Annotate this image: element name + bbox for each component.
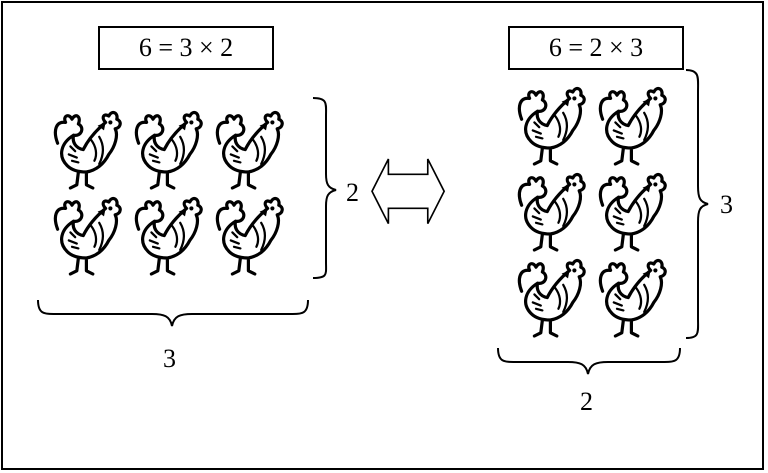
rooster-icon xyxy=(598,172,667,252)
left-columns-label: 3 xyxy=(163,344,176,373)
double-headed-arrow-icon xyxy=(371,158,446,225)
left-equation-box: 6 = 3 × 2 xyxy=(98,26,274,70)
right-equation-box: 6 = 2 × 3 xyxy=(508,26,684,70)
left-right-brace xyxy=(312,97,337,279)
left-rooster-grid xyxy=(53,110,284,276)
rooster-icon xyxy=(598,86,667,166)
right-rooster-grid xyxy=(517,86,667,338)
rooster-icon xyxy=(517,258,586,338)
right-right-brace xyxy=(685,69,709,339)
rooster-icon xyxy=(53,196,122,276)
left-rows-label: 2 xyxy=(346,178,359,207)
right-bottom-brace xyxy=(497,347,681,375)
rooster-icon xyxy=(134,196,203,276)
rooster-icon xyxy=(598,258,667,338)
left-bottom-brace xyxy=(37,299,309,327)
rooster-icon xyxy=(215,110,284,190)
rooster-icon xyxy=(517,172,586,252)
rooster-icon xyxy=(134,110,203,190)
right-columns-label: 2 xyxy=(580,387,593,416)
right-rows-label: 3 xyxy=(720,190,733,219)
rooster-icon xyxy=(215,196,284,276)
rooster-icon xyxy=(53,110,122,190)
rooster-icon xyxy=(517,86,586,166)
